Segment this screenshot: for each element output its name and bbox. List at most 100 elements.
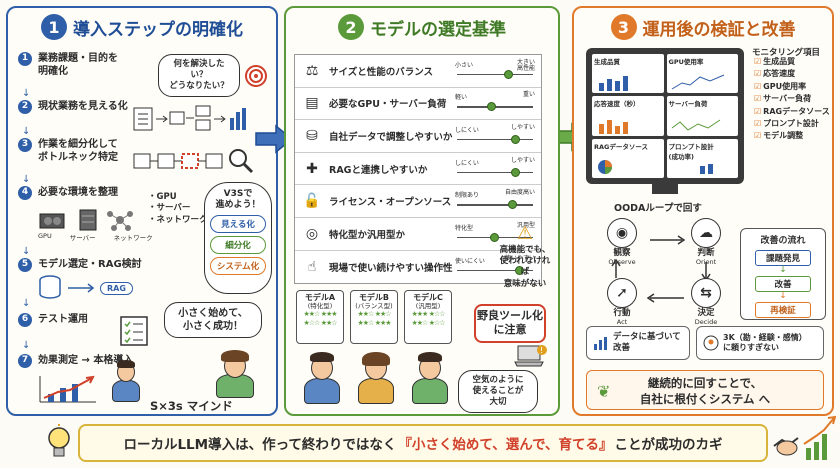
target-icon [245,65,267,87]
scale-high-label: しやすい [511,123,535,131]
criteria-row: ▤必要なGPU・サーバー負荷軽い重い [295,88,541,121]
kaizen-step-improve: 改善 [755,275,811,292]
panel1-number: 1 [41,14,67,40]
monitor-items-title: モニタリング項目 [752,48,821,58]
scale-low-label: しにくい [455,159,479,167]
criteria-scale: 制限あり自由度高い [455,188,535,214]
scale-high-label: 重い [522,91,535,99]
criteria-row: ◎ 特化型か汎用型か 特化型汎用型 [295,218,541,251]
kaizen-title: 改善の流れ [760,236,806,246]
laptop-warning-icon: ! [514,345,547,367]
criteria-scale: 特化型汎用型 [455,221,535,247]
criteria-label: 現場で使い続けやすい操作性 [329,262,453,274]
dash-rag-sources: RAGデータソース [592,138,664,178]
checkbox-icon: ☑ [754,131,762,141]
svg-text:!: ! [540,346,543,355]
scale-marker [511,134,520,144]
step-2-label: 現状業務を見える化 [38,101,128,112]
scale-marker [507,200,517,210]
warning-note: ⚠ 高機能でも、 使われなければ 意味がない [496,222,554,290]
kaizen-flow: 改善の流れ 課題発見 ↓ 改善 ↓ 再検証 [740,228,826,320]
pointer-hand-icon: ☝ [307,258,317,275]
criteria-label: RAGと連携しやすいか [329,164,428,176]
dash-quality: 生成品質 [592,54,664,94]
panel2-title-text: モデルの選定基準 [370,19,506,40]
handshake-icon [773,437,799,456]
dash-latency: 応答速度（秒） [592,96,664,136]
hardware-labels: GPU サーバー ネットワーク [38,232,153,242]
criteria-label: サイズと性能のバランス [329,66,434,78]
person-2-illustration [356,348,396,404]
criteria-table: ⚖サイズと性能のバランス小さい大きい 高性能▤必要なGPU・サーバー負荷軽い重い… [294,54,542,285]
ooda-title: OODAループで回す [614,203,702,214]
step-5-label: モデル選定・RAG検討 [38,259,142,270]
eye-icon: ◉ [607,218,637,248]
checklist-icon [120,316,148,346]
warning-icon: ⚠ [516,223,534,244]
scale-low-label: 軽い [455,94,468,102]
scale-high-label: 使いやすい [504,254,535,262]
step-5: 5 モデル選定・RAG検討 [18,258,142,272]
step-7: 7 効果測定 → 本格導入 [18,354,133,368]
step-1: 1 業務課題・目的を 明確化 [18,52,118,78]
dashboard-monitor: 生成品質 GPU使用率 応答速度（秒） サーバー負荷 RAGデータソース プロン… [586,48,744,184]
criteria-row: ⚖サイズと性能のバランス小さい大きい 高性能 [295,55,541,88]
step-1-label: 業務課題・目的を 明確化 [38,53,118,77]
scale-low-label: 小さい [455,61,474,69]
step-2: 2 現状業務を見える化 [18,100,128,114]
step-6: 6 テスト運用 [18,313,88,327]
small-start-bubble: 小さく始めて、 小さく成功！ [164,302,262,338]
criteria-scale: 軽い 重い [455,90,535,116]
running-person-icon: ➚ [607,278,637,308]
step-6-label: テスト運用 [38,314,88,325]
step-4: 4 必要な環境を整理 [18,186,118,200]
criteria-label: 自社データで調整しやすいか [329,131,453,143]
v3s-title: V3Sで 進めよう！ [215,189,261,211]
workflow-visualization-icon [133,105,246,131]
bottom-text-post: ことが成功のカギ [614,437,723,453]
bottleneck-chain-icon [133,149,254,174]
criteria-label: 特化型か汎用型か [329,229,406,241]
panel3-number: 3 [610,14,637,40]
bottom-text-pre: ローカルLLM導入は、作って終わりではなく [123,437,397,453]
bottom-message-banner: ローカルLLM導入は、作って終わりではなく 『小さく始めて、選んで、育てる』 こ… [78,424,768,462]
v3s-callout: V3Sで 進めよう！ 見える化 細分化 システム化 [204,182,272,294]
checkbox-icon: ☑ [754,106,762,116]
model-card-a: モデルA (特化型) ★★☆ ★★★★☆☆ ★★☆ [296,290,344,344]
air-bubble: 空気のように 使えることが 大切 [458,370,538,414]
bar-chart-icon [594,337,607,350]
criteria-scale: 使いにくい 使いやすい [455,254,535,280]
growth-trend-icon [803,415,836,460]
data-driven-note: データに基づいて 改善 [586,326,690,360]
monitor-item: ☑GPU使用率 [754,81,807,91]
criteria-scale: しにくいしやすい [455,156,535,182]
growth-chart-icon [39,375,96,403]
panel1-title: 1 導入ステップの明確化 [8,14,276,40]
scale-low-label: 特化型 [455,224,474,232]
monitor-item: ☑サーバー負荷 [754,94,812,104]
monitor-item: ☑モデル調整 [754,131,804,141]
step-7-label: 効果測定 → 本格導入 [38,355,134,366]
monitor-item: ☑RAGデータソース [754,106,830,116]
checkbox-icon: ☑ [754,94,762,104]
lightbulb-icon [48,424,70,457]
monitor-item: ☑生成品質 [754,57,796,66]
unlock-icon: 🔓 [303,193,321,210]
step-3-label: 作業を細分化して ボトルネック特定 [38,139,118,163]
target-icon: ◎ [305,225,319,242]
scale-marker [514,265,524,275]
hardware-icons [39,209,133,231]
dash-prompt-design: プロンプト設計 (成功率) [666,138,738,178]
kaizen-step-discover: 課題発見 [755,250,811,266]
scale-high-label: 大きい 高性能 [516,58,535,72]
scale-low-label: 制限あり [455,192,480,200]
monitor-items-list: ☑生成品質☑応答速度☑GPU使用率☑サーバー負荷☑RAGデータソース☑プロンプト… [754,56,830,143]
caution-text: 野良ツール化 に注意 [477,309,543,337]
scale-low-label: しにくい [455,126,479,134]
scale-low-label: 使いにくい [455,257,485,265]
puzzle-icon: ✚ [306,160,318,177]
panel3-title-text: 運用後の検証と改善 [642,19,796,40]
